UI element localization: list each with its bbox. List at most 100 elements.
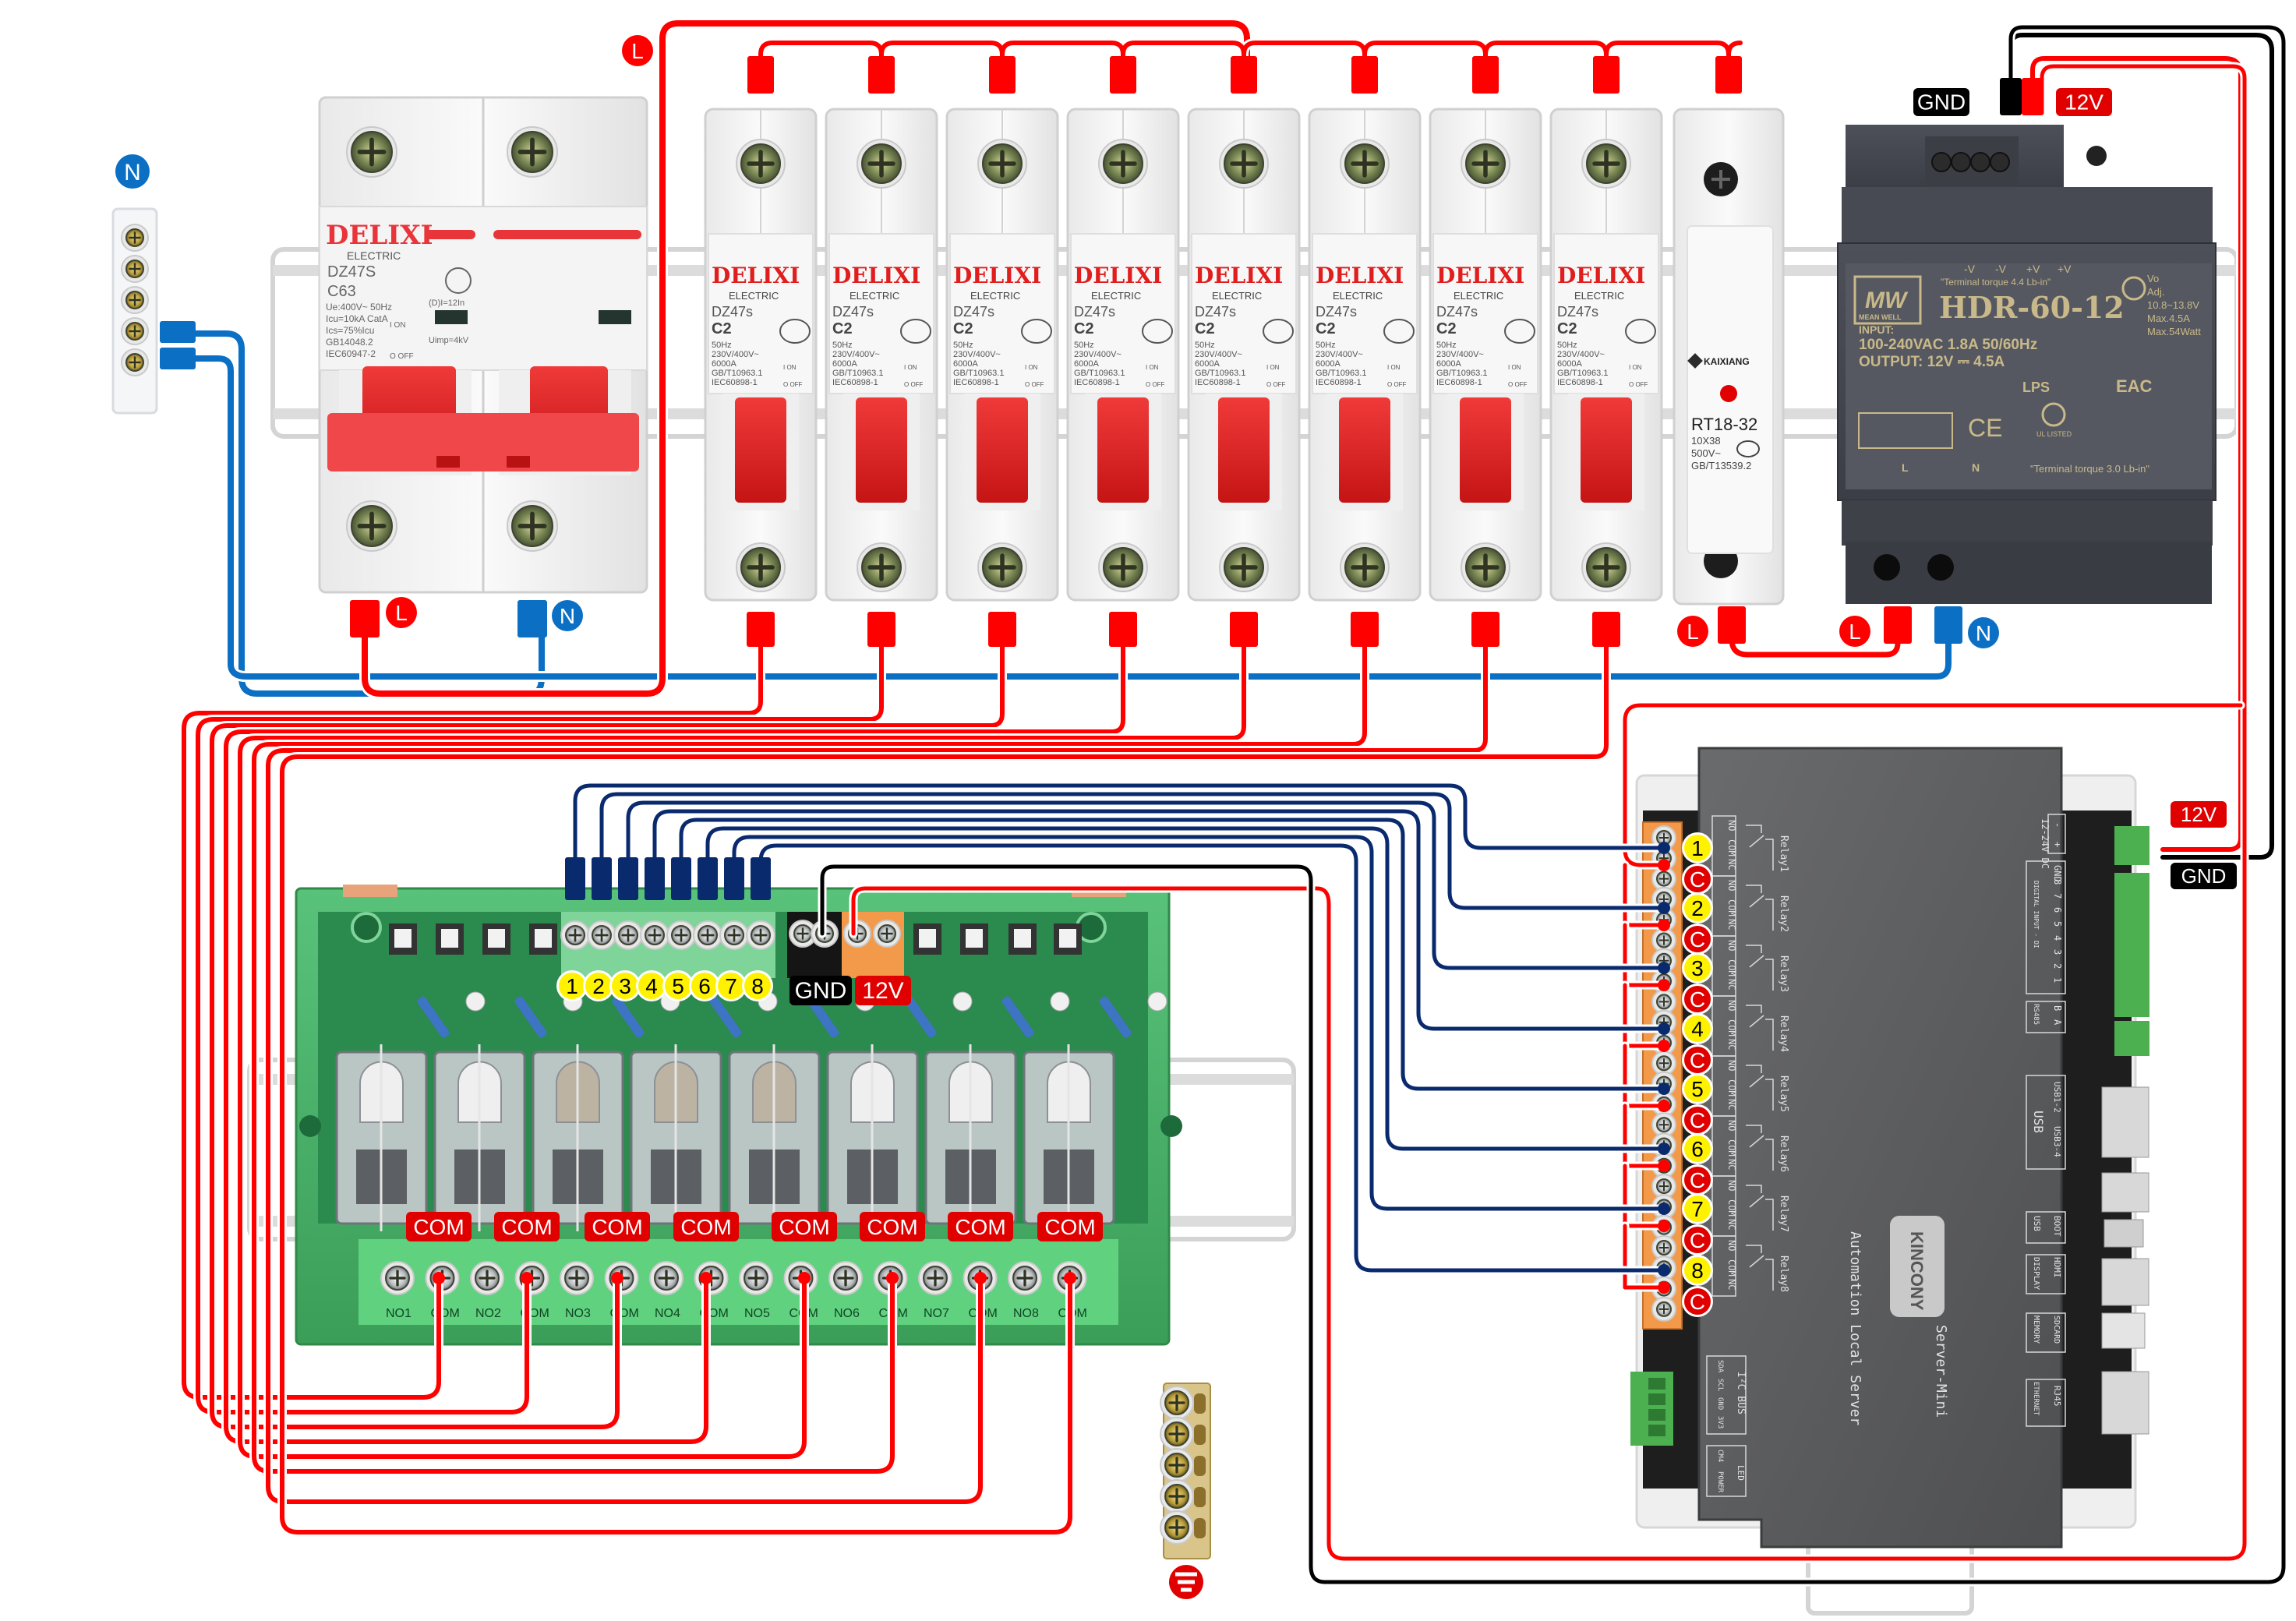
output-terminal-screw-icon: [560, 1261, 594, 1295]
badge-text: 8: [1691, 1259, 1704, 1283]
rating-text: C2: [1436, 320, 1457, 337]
hdmi-port[interactable]: [2101, 1258, 2149, 1306]
spec-text: GB/T10963.1: [1195, 369, 1245, 378]
ccc-mark-icon: [1142, 319, 1173, 344]
breaker-8[interactable]: DELIXIELECTRICDZ47sC250Hz230V/400V~6000A…: [1549, 108, 1663, 602]
breaker-1[interactable]: DELIXIELECTRICDZ47sC250Hz230V/400V~6000A…: [704, 108, 818, 602]
boot-label: BOOT: [2052, 1216, 2062, 1237]
earth-bar-hole: [1194, 1518, 1206, 1538]
toggle-handle[interactable]: [1097, 397, 1149, 503]
com-wire-end: [798, 1272, 811, 1284]
tactile-button-cap: [1014, 929, 1031, 948]
breaker-5[interactable]: DELIXIELECTRICDZ47sC250Hz230V/400V~6000A…: [1187, 108, 1301, 602]
psu-12v-label: 12V: [2056, 88, 2112, 116]
brand-text: KAIXIANG: [1704, 356, 1750, 367]
main-breaker-l-label: L: [383, 595, 419, 630]
power-pin-label: -: [2052, 822, 2063, 828]
relay-symbol-icon: [1746, 885, 1774, 931]
screw-slot: [1658, 874, 1669, 884]
ethernet-port[interactable]: [2101, 1371, 2149, 1435]
relay-pin-label: NO: [1726, 940, 1737, 951]
sdcard-slot[interactable]: [2101, 1312, 2146, 1349]
on-text: I ON: [1629, 364, 1642, 371]
input-label: INPUT:: [1859, 323, 1894, 336]
breaker-2[interactable]: DELIXIELECTRICDZ47sC250Hz230V/400V~6000A…: [825, 108, 938, 602]
toggle-handle[interactable]: [977, 397, 1028, 503]
com-label-8: COM: [1037, 1212, 1103, 1241]
com-wire-end: [974, 1272, 987, 1284]
signal-wire-4: [652, 809, 1666, 1031]
on-text: I ON: [1387, 364, 1401, 371]
badge-text: C: [1690, 1228, 1705, 1252]
breaker-6[interactable]: DELIXIELECTRICDZ47sC250Hz230V/400V~6000A…: [1308, 108, 1422, 602]
spec-text: 50Hz: [1557, 341, 1577, 350]
relay-name: Relay7: [1778, 1195, 1789, 1232]
terminal-screw-icon: [1098, 542, 1148, 592]
label-box-text: COM: [955, 1215, 1005, 1239]
badge-text: 3: [1691, 956, 1704, 980]
model-text: DZ47S: [327, 263, 376, 281]
badge-fill: [1684, 866, 1711, 892]
badge-fill: [1684, 926, 1711, 952]
com-wire-end: [1064, 1272, 1076, 1284]
breaker-4[interactable]: DELIXIELECTRICDZ47sC250Hz230V/400V~6000A…: [1066, 108, 1180, 602]
screw-slot: [129, 325, 141, 337]
breaker-7[interactable]: DELIXIELECTRICDZ47sC250Hz230V/400V~6000A…: [1429, 108, 1542, 602]
earth-bar-hole: [1194, 1425, 1206, 1445]
psu-n-ferrule: [1934, 606, 1962, 644]
com-label-7: COM: [948, 1212, 1013, 1241]
breaker-top-ferrule: [989, 56, 1016, 94]
usb-c-port[interactable]: [2103, 1219, 2144, 1248]
usb-port[interactable]: [2101, 1086, 2149, 1158]
terminal-screw-icon: [1219, 542, 1269, 592]
usb-port[interactable]: [2101, 1172, 2149, 1213]
signal-ferrule: [592, 857, 612, 900]
input-number-badge-7: 7: [715, 970, 747, 1001]
led-pin-label: CM4: [1716, 1450, 1724, 1462]
spec-text: Icu=10kA CatA: [326, 313, 388, 324]
screw-slot: [867, 150, 895, 178]
no-wire-end: [1658, 962, 1670, 974]
handle-bar[interactable]: [327, 413, 639, 471]
branch-wire-1: [182, 630, 763, 1400]
badge-text: 2: [592, 974, 605, 998]
terminal-screw-icon: [507, 126, 558, 178]
screw-slot: [674, 928, 688, 942]
screw-slot: [648, 928, 662, 942]
brand-sub: ELECTRIC: [1212, 290, 1262, 302]
toggle-handle[interactable]: [735, 397, 786, 503]
relay-pin-label: COM: [1726, 959, 1737, 976]
relay-name: Relay2: [1778, 895, 1789, 932]
earth-bar-screw-icon: [1160, 1386, 1194, 1420]
label-box-text: COM: [867, 1215, 917, 1239]
neutral-bar-screw-icon: [121, 286, 149, 314]
toggle-handle[interactable]: [1460, 397, 1511, 503]
input-number-badge-5: 5: [662, 970, 694, 1001]
relay-name: Relay6: [1778, 1135, 1789, 1172]
label-plate: [828, 233, 934, 394]
on-text: I ON: [904, 364, 917, 371]
screw-slot: [1168, 1425, 1185, 1443]
earth-bar-screw-icon: [1160, 1417, 1194, 1451]
com-wire-end: [611, 1272, 623, 1284]
badge-fill: [115, 154, 150, 189]
screw-slot: [1658, 1242, 1669, 1253]
brand-sub: ELECTRIC: [729, 290, 779, 302]
toggle-handle[interactable]: [1339, 397, 1390, 503]
screw-slot: [867, 553, 895, 581]
psu-gnd-to-board: [820, 25, 2286, 1584]
toggle-handle[interactable]: [1218, 397, 1270, 503]
terminal-label: NO5: [744, 1307, 770, 1320]
relay-pin-label: NO: [1726, 1180, 1737, 1191]
boot-box: [2026, 1211, 2066, 1244]
rj45-label: RJ45: [2052, 1386, 2062, 1407]
terminal-label: NO4: [655, 1307, 680, 1320]
toggle-handle[interactable]: [1581, 397, 1632, 503]
toggle-handle[interactable]: [856, 397, 907, 503]
relay-pin-label: NO: [1726, 1000, 1737, 1011]
screw-slot: [129, 263, 141, 275]
di-pin-label: 6: [2052, 907, 2063, 913]
breaker-3[interactable]: DELIXIELECTRICDZ47sC250Hz230V/400V~6000A…: [945, 108, 1059, 602]
